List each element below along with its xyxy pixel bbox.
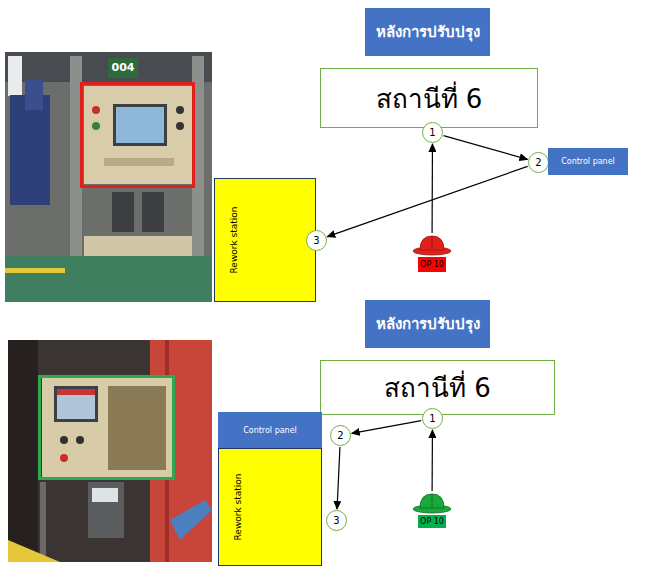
device-box — [88, 482, 124, 538]
operator-tag: OP 10 — [418, 257, 446, 272]
button — [176, 106, 184, 114]
highlight-frame — [40, 377, 174, 479]
hat-ridge — [432, 236, 433, 249]
floor-stripe — [5, 268, 65, 273]
hat-dome — [420, 236, 444, 250]
flow-arrow — [352, 421, 421, 434]
control-cabinet — [42, 378, 172, 478]
button-row — [104, 158, 174, 166]
operator-marker: OP 10 — [412, 234, 452, 272]
station-box: สถานีที่ 6 — [320, 68, 538, 128]
clamp-part — [170, 500, 212, 540]
box-label: หลังการปรับปรุง — [376, 20, 480, 44]
hat-ridge — [432, 494, 433, 507]
flow-arrow — [444, 136, 528, 160]
teach-pendant — [112, 192, 134, 232]
step-circle: 2 — [330, 425, 351, 446]
photo-background — [5, 52, 212, 302]
photo-ceiling — [5, 52, 212, 82]
robot-arm — [25, 80, 43, 110]
operator-tag: OP 10 — [418, 515, 446, 528]
screen — [116, 107, 164, 143]
rework-station-box: Rework station — [214, 178, 316, 302]
header-box: หลังการปรับปรุง — [365, 300, 490, 348]
cable — [40, 482, 46, 562]
box-label: สถานีที่ 6 — [384, 367, 491, 408]
button — [176, 122, 184, 130]
photo-light — [8, 56, 22, 96]
floor — [5, 256, 212, 302]
rework-station-box: Rework station — [218, 448, 322, 566]
operator-label: OP 10 — [420, 260, 444, 269]
teach-pendant — [142, 192, 164, 232]
step-circle: 1 — [422, 408, 443, 429]
screen-frame — [54, 386, 98, 422]
control-cabinet — [84, 86, 192, 184]
step-circle: 2 — [528, 152, 549, 173]
station-label: Rework station — [228, 207, 238, 274]
operator-marker: OP 10 — [412, 492, 452, 528]
hard-hat-icon — [412, 492, 452, 514]
station-number: 004 — [108, 61, 138, 74]
callout-number: 1 — [429, 413, 435, 424]
hard-hat-icon — [412, 234, 452, 256]
screen-bar — [57, 389, 95, 395]
floor-stripe — [8, 540, 60, 562]
screen — [57, 389, 95, 419]
robot-arm — [10, 95, 50, 205]
callout-number: 1 — [429, 127, 435, 138]
flow-arrow — [337, 447, 340, 509]
control-panel-box: Control panel — [548, 148, 628, 175]
button — [92, 122, 100, 130]
screen-frame — [113, 104, 167, 146]
station-sign — [108, 58, 138, 78]
box-label: สถานีที่ 6 — [376, 78, 483, 119]
device-display — [92, 488, 118, 502]
step-circle: 3 — [326, 510, 347, 531]
callout-number: 2 — [337, 430, 343, 441]
highlight-frame — [82, 84, 194, 187]
button — [92, 106, 100, 114]
flow-arrow — [431, 144, 433, 233]
flow-arrow — [432, 430, 434, 491]
callout-number: 3 — [313, 235, 319, 246]
control-panel-box: Control panel — [218, 412, 322, 448]
flow-arrow — [327, 166, 527, 236]
box-label: หลังการปรับปรุง — [376, 312, 480, 336]
panel-board — [108, 386, 166, 470]
hat-dome — [420, 494, 444, 508]
button — [60, 436, 68, 444]
step-circle: 1 — [422, 122, 443, 143]
callout-number: 3 — [333, 515, 339, 526]
photo-shadow — [8, 340, 38, 562]
photo-background — [8, 340, 212, 562]
station-label: Rework station — [232, 474, 242, 541]
cabinet-base — [84, 236, 192, 256]
station-box: สถานีที่ 6 — [320, 360, 555, 415]
header-box: หลังการปรับปรุง — [365, 8, 490, 56]
step-circle: 3 — [306, 230, 327, 251]
callout-number: 2 — [535, 157, 541, 168]
box-label: Control panel — [243, 426, 297, 435]
button — [60, 454, 68, 462]
box-label: Control panel — [561, 157, 615, 166]
operator-label: OP 10 — [420, 517, 444, 526]
button — [76, 436, 84, 444]
